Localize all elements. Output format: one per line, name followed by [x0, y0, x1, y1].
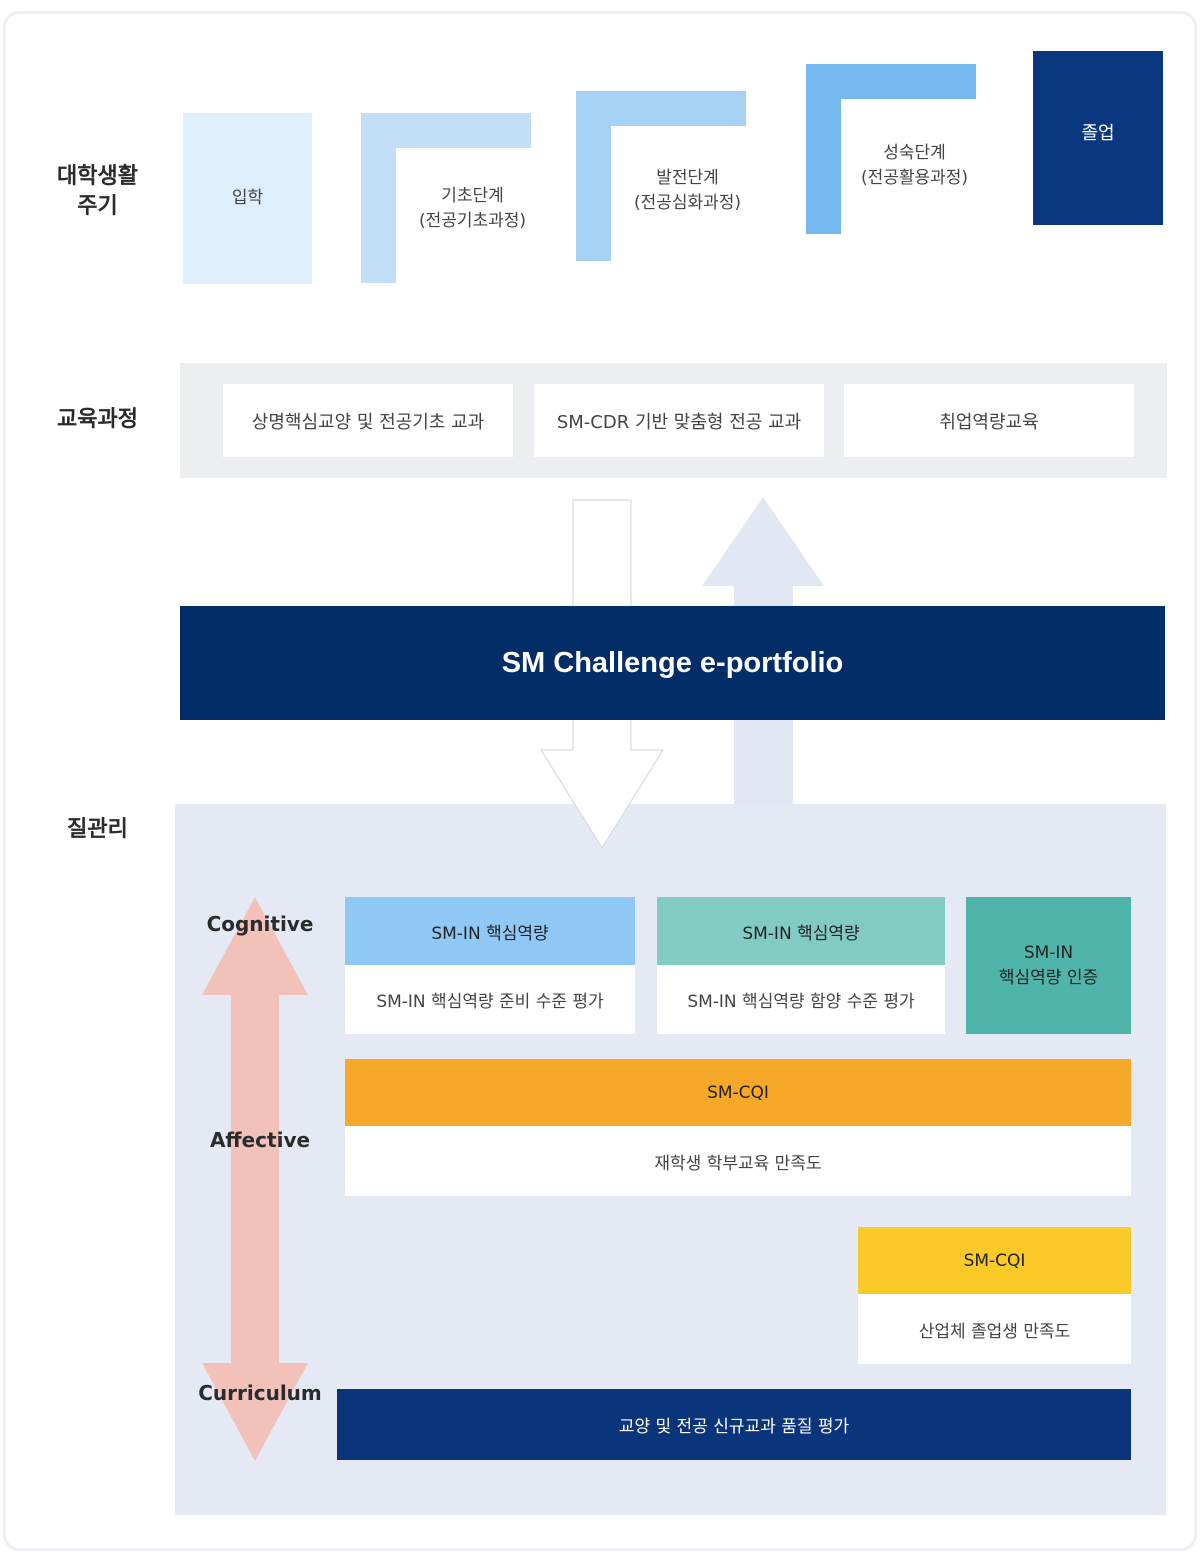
course-evaluation-bar: 교양 및 전공 신규교과 품질 평가: [337, 1389, 1131, 1460]
cqi-student-body: 재학생 학부교육 만족도: [345, 1126, 1131, 1196]
curriculum-item-3: 취업역량교육: [844, 384, 1134, 457]
curriculum-item-2: SM-CDR 기반 맞춤형 전공 교과: [534, 384, 824, 457]
portfolio-title: SM Challenge e-portfolio: [501, 646, 844, 679]
competency-readiness-header: SM-IN 핵심역량: [345, 897, 635, 965]
axis-label-affective: Affective: [209, 1128, 311, 1152]
competency-level-head: SM-IN 핵심역량: [742, 923, 860, 944]
stage-basic-label: 기초단계 (전공기초과정): [400, 184, 545, 234]
stage-maturity-title: 성숙단계: [883, 143, 946, 163]
stage-graduation: 졸업: [1033, 51, 1163, 225]
stage-development-title: 발전단계: [656, 168, 719, 188]
competency-cert-line2: 핵심역량 인증: [998, 967, 1099, 988]
curriculum-item-2-label: SM-CDR 기반 맞춤형 전공 교과: [556, 411, 802, 433]
competency-cert-line1: SM-IN: [1023, 942, 1074, 963]
cqi-industry-body: 산업체 졸업생 만족도: [858, 1294, 1131, 1364]
competency-level-body: SM-IN 핵심역량 함양 수준 평가: [657, 965, 945, 1034]
cqi-student-header: SM-CQI: [345, 1059, 1131, 1126]
stage-maturity-shape: [806, 64, 976, 234]
stage-development-label: 발전단계 (전공심화과정): [615, 166, 760, 216]
cqi-industry-head: SM-CQI: [963, 1250, 1026, 1271]
competency-level-header: SM-IN 핵심역량: [657, 897, 945, 965]
row-label-lifecycle-line2: 주기: [77, 194, 118, 219]
row-label-lifecycle-line1: 대학생활: [57, 164, 138, 189]
curriculum-item-1: 상명핵심교양 및 전공기초 교과: [223, 384, 513, 457]
competency-level-text: SM-IN 핵심역량 함양 수준 평가: [687, 992, 915, 1012]
competency-readiness-text: SM-IN 핵심역량 준비 수준 평가: [376, 992, 604, 1012]
competency-certification: SM-IN 핵심역량 인증: [966, 897, 1131, 1034]
competency-readiness-body: SM-IN 핵심역량 준비 수준 평가: [345, 965, 635, 1034]
stage-maturity-subtitle: (전공활용과정): [860, 168, 969, 188]
cqi-student-text: 재학생 학부교육 만족도: [654, 1153, 822, 1174]
competency-readiness-head: SM-IN 핵심역량: [431, 923, 549, 944]
axis-label-curriculum: Curriculum: [198, 1381, 322, 1405]
stage-basic-shape: [361, 113, 531, 283]
row-label-lifecycle: 대학생활 주기: [30, 162, 165, 222]
stage-admission-label: 입학: [231, 188, 264, 208]
cqi-industry-text: 산업체 졸업생 만족도: [918, 1321, 1071, 1342]
stage-development-shape: [576, 91, 746, 261]
stage-graduation-label: 졸업: [1081, 123, 1115, 144]
curriculum-item-3-label: 취업역량교육: [939, 411, 1039, 433]
cqi-industry-header: SM-CQI: [858, 1227, 1131, 1294]
stage-development-subtitle: (전공심화과정): [633, 193, 742, 213]
cqi-student-head: SM-CQI: [707, 1082, 769, 1103]
stage-maturity-label: 성숙단계 (전공활용과정): [842, 141, 987, 191]
row-label-curriculum: 교육과정: [57, 407, 138, 432]
course-evaluation-label: 교양 및 전공 신규교과 품질 평가: [618, 1417, 850, 1437]
stage-basic-subtitle: (전공기초과정): [418, 211, 527, 231]
stage-basic-title: 기초단계: [441, 186, 504, 206]
axis-double-arrow-icon: [202, 897, 308, 1461]
portfolio-banner: SM Challenge e-portfolio: [180, 606, 1165, 720]
curriculum-item-1-label: 상명핵심교양 및 전공기초 교과: [251, 411, 485, 433]
stage-admission: 입학: [183, 113, 312, 284]
axis-label-cognitive: Cognitive: [206, 912, 314, 936]
row-label-quality: 질관리: [67, 817, 128, 842]
